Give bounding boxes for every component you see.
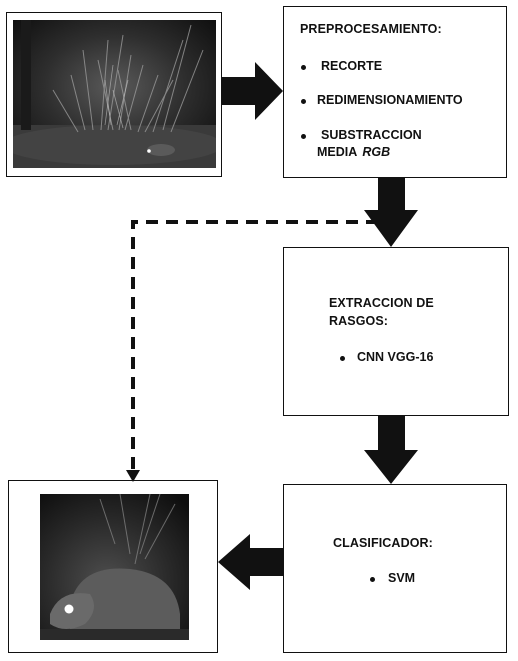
input-image-box	[6, 12, 222, 177]
bullet-icon	[301, 99, 306, 104]
classifier-item-svm: SVM	[388, 571, 416, 585]
preprocessing-title: PREPROCESAMIENTO:	[300, 22, 442, 36]
arrow-left-icon	[218, 534, 283, 590]
arrow-down-icon	[364, 416, 418, 484]
input-photo	[13, 20, 216, 168]
preprocessing-item-redimensionamiento: REDIMENSIONAMIENTO	[317, 93, 463, 107]
preprocessing-box: PREPROCESAMIENTO: RECORTE REDIMENSIONAMI…	[283, 6, 507, 178]
bullet-icon	[340, 356, 345, 361]
feature-extraction-title-line2: RASGOS:	[329, 314, 389, 328]
output-photo	[40, 494, 189, 640]
classifier-box: CLASIFICADOR: SVM	[283, 484, 507, 653]
output-image-box	[8, 480, 218, 653]
feature-extraction-box: EXTRACCION DE RASGOS: CNN VGG-16	[283, 247, 509, 416]
arrow-down-icon	[364, 178, 418, 247]
preprocessing-item-media-rgb: MEDIA RGB	[317, 145, 390, 159]
bullet-icon	[370, 577, 375, 582]
feature-extraction-item-cnn: CNN VGG-16	[357, 350, 434, 364]
classifier-title: CLASIFICADOR:	[333, 536, 433, 550]
preprocessing-item-recorte: RECORTE	[321, 59, 383, 73]
dashed-arrowhead-icon	[126, 470, 140, 482]
dashed-connector	[131, 220, 378, 470]
arrow-right-icon	[222, 62, 283, 120]
bullet-icon	[301, 134, 306, 139]
media-label: MEDIA	[317, 145, 357, 159]
preprocessing-item-substraccion: SUBSTRACCION	[321, 128, 422, 142]
bullet-icon	[301, 65, 306, 70]
rgb-label: RGB	[362, 145, 391, 159]
feature-extraction-title-line1: EXTRACCION DE	[329, 296, 434, 310]
